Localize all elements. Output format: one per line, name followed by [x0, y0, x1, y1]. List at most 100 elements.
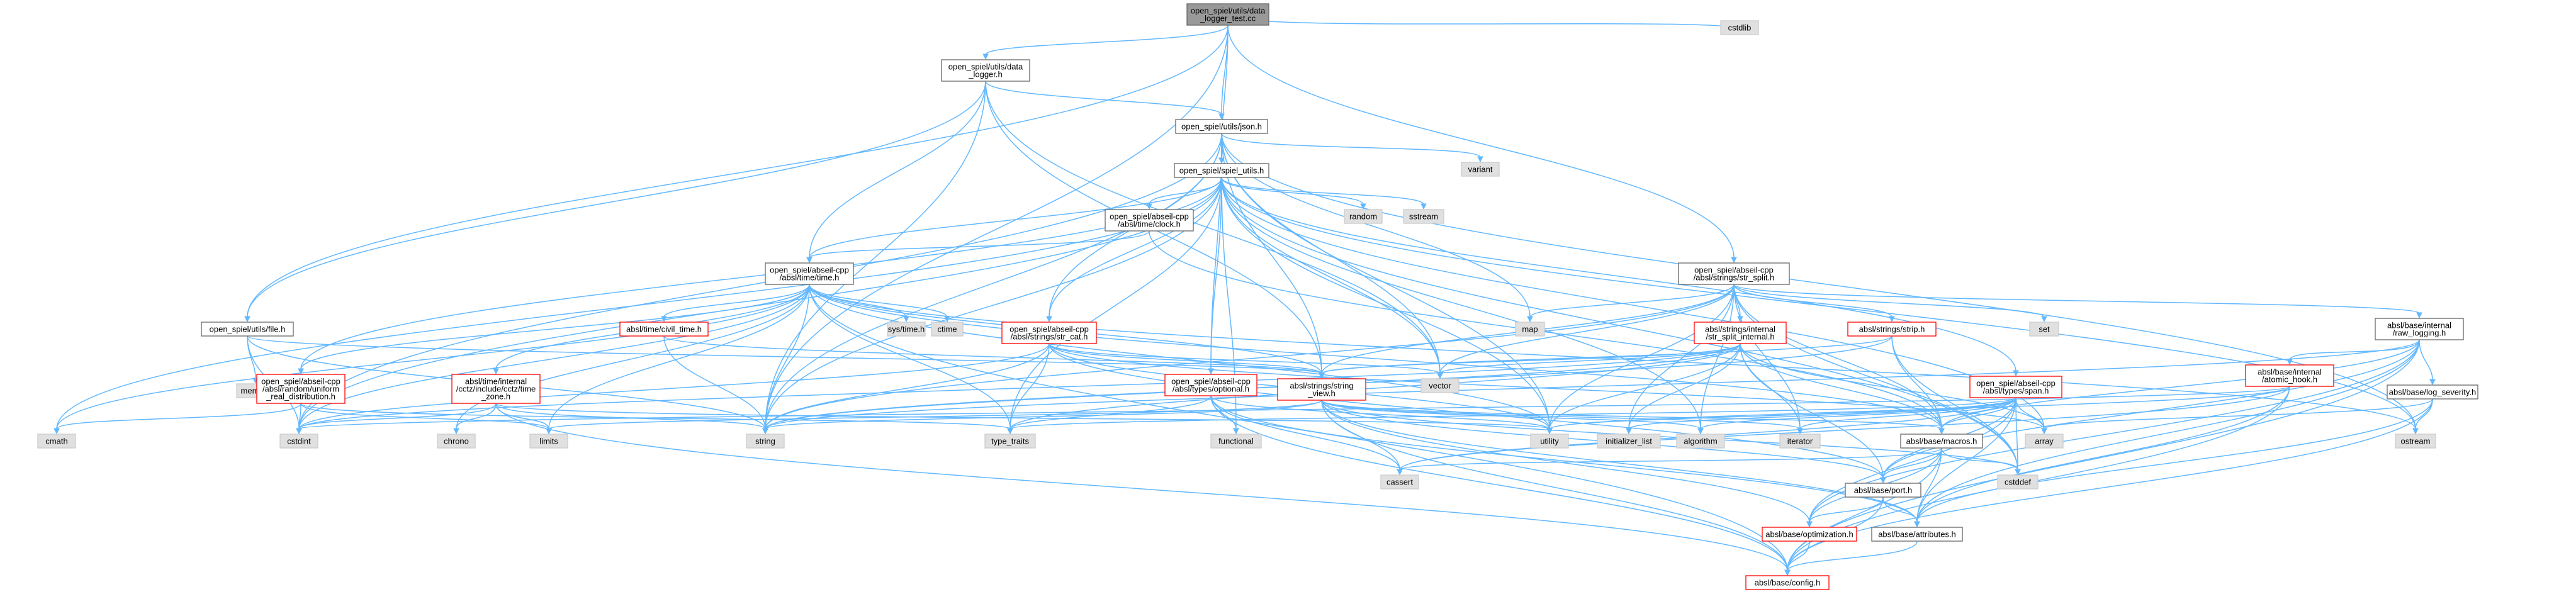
node-label-line: /atomic_hook.h: [2262, 375, 2317, 384]
node-label-line: _logger.h: [968, 70, 1003, 79]
dependency-edge: [1914, 339, 2420, 528]
node-label-line: open_spiel/utils/file.h: [210, 325, 286, 334]
dependency-edge: [1210, 395, 1791, 576]
node-label-line: algorithm: [1684, 437, 1717, 446]
node-label-line: open_spiel/abseil-cpp: [1171, 377, 1251, 386]
dependency-edge: [1221, 177, 1427, 210]
node-json-h[interactable]: open_spiel/utils/json.h: [1175, 119, 1268, 134]
node-label-line: _zone.h: [481, 392, 510, 401]
node-set: set: [2029, 322, 2059, 337]
node-span-h[interactable]: open_spiel/abseil-cpp/absl/types/span.h: [1969, 376, 2062, 398]
node-label-line: _view.h: [1307, 389, 1335, 398]
node-data-logger-h[interactable]: open_spiel/utils/data_logger.h: [941, 59, 1030, 82]
dependency-edge: [298, 177, 1222, 375]
dependency-edge: [2041, 398, 2433, 435]
dependency-edge: [1626, 397, 2016, 435]
dependency-edge: [1227, 25, 1737, 264]
node-label-line: absl/strings/strip.h: [1859, 325, 1925, 334]
dependency-edge: [296, 386, 2290, 435]
node-label-line: set: [2039, 325, 2050, 334]
node-str-split-h[interactable]: open_spiel/abseil-cpp/absl/strings/str_s…: [1678, 262, 1790, 285]
dependency-edge: [244, 25, 1229, 323]
dependency-edge: [806, 230, 1150, 264]
dependency-edge: [1227, 14, 1743, 35]
node-label-line: map: [1522, 325, 1538, 334]
dependency-edge: [495, 403, 1791, 576]
node-config-h[interactable]: absl/base/config.h: [1745, 575, 1830, 590]
node-port-h[interactable]: absl/base/port.h: [1845, 483, 1921, 498]
node-label-line: functional: [1218, 437, 1254, 446]
dependency-edge: [762, 339, 2420, 435]
dependency-edge: [806, 81, 986, 264]
dependency-edge: [1784, 540, 1918, 576]
node-ostream: ostream: [2395, 434, 2436, 449]
node-label-line: open_spiel/utils/data: [948, 62, 1023, 72]
node-time-h[interactable]: open_spiel/abseil-cpp/absl/time/time.h: [765, 262, 854, 285]
node-sstream: sstream: [1403, 209, 1444, 224]
node-label-line: open_spiel/utils/json.h: [1181, 122, 1262, 132]
dependency-edge: [1938, 339, 2420, 435]
node-string: string: [746, 434, 785, 449]
node-type-traits: type_traits: [984, 434, 1036, 449]
node-label-line: /str_split_internal.h: [1706, 332, 1774, 342]
dependency-edge: [1880, 447, 1942, 484]
node-algorithm: algorithm: [1676, 434, 1725, 449]
node-cstdint: cstdint: [279, 434, 318, 449]
dependency-edge: [1049, 343, 1443, 379]
node-label-line: _real_distribution.h: [266, 392, 335, 401]
node-civil-time-h[interactable]: absl/time/civil_time.h: [619, 322, 709, 337]
node-attributes-h[interactable]: absl/base/attributes.h: [1871, 527, 1963, 542]
node-atomic-hook-h[interactable]: absl/base/internal/atomic_hook.h: [2245, 364, 2334, 387]
dependency-edge: [1806, 496, 1884, 528]
node-optimization-h[interactable]: absl/base/optimization.h: [1762, 527, 1857, 542]
node-label-line: absl/base/internal: [2387, 321, 2451, 330]
node-label-line: open_spiel/spiel_utils.h: [1179, 166, 1264, 176]
node-label-line: absl/base/macros.h: [1906, 437, 1977, 446]
dependency-edge: [982, 25, 1229, 60]
node-cassert: cassert: [1380, 474, 1419, 490]
node-split-internal-h[interactable]: absl/strings/internal/str_split_internal…: [1694, 322, 1787, 344]
node-log-severity-h[interactable]: absl/base/log_severity.h: [2387, 384, 2478, 400]
node-root[interactable]: open_spiel/utils/data_logger_test.cc: [1186, 3, 1269, 26]
dependency-edge: [1221, 133, 1533, 323]
node-label-line: absl/base/attributes.h: [1878, 530, 1956, 539]
node-ctime: ctime: [931, 322, 964, 337]
node-label-line: /absl/random/uniform: [262, 384, 339, 394]
node-label-line: type_traits: [991, 437, 1029, 446]
node-label-line: absl/base/log_severity.h: [2389, 388, 2477, 397]
node-raw-logging-h[interactable]: absl/base/internal/raw_logging.h: [2375, 318, 2464, 340]
node-label-line: absl/base/optimization.h: [1765, 530, 1853, 539]
node-macros-h[interactable]: absl/base/macros.h: [1900, 434, 1983, 449]
node-label-line: absl/strings/string: [1290, 381, 1353, 391]
node-label-line: cstdlib: [1728, 23, 1752, 33]
node-label-line: open_spiel/abseil-cpp: [1694, 266, 1774, 275]
node-tz-h[interactable]: absl/time/internal/cctz/include/cctz/tim…: [451, 374, 541, 404]
dependency-edge: [2015, 397, 2021, 476]
dependency-edge: [1007, 397, 2016, 435]
node-clock-h[interactable]: open_spiel/abseil-cpp/absl/time/clock.h: [1105, 209, 1194, 232]
node-functional: functional: [1210, 434, 1262, 449]
node-label-line: open_spiel/abseil-cpp: [261, 377, 340, 386]
node-strip-h[interactable]: absl/strings/strip.h: [1847, 322, 1937, 337]
node-label-line: array: [2035, 437, 2054, 446]
node-vector: vector: [1420, 378, 1460, 393]
node-spiel-utils-h[interactable]: open_spiel/spiel_utils.h: [1174, 163, 1269, 178]
node-file-h[interactable]: open_spiel/utils/file.h: [201, 322, 294, 337]
node-label-line: /absl/time/clock.h: [1118, 220, 1181, 229]
node-label-line: string: [755, 437, 775, 446]
node-uniform-h[interactable]: open_spiel/abseil-cpp/absl/random/unifor…: [256, 374, 346, 404]
node-label-line: open_spiel/abseil-cpp: [1010, 325, 1089, 334]
node-label-line: utility: [1540, 437, 1559, 446]
node-label-line: cmath: [45, 437, 67, 446]
dependency-edge: [1437, 284, 1735, 379]
dependency-edge: [1546, 386, 2290, 435]
dependency-edge: [296, 403, 497, 435]
dependency-edge: [1733, 284, 1895, 323]
node-iterator: iterator: [1779, 434, 1821, 449]
node-label-line: absl/base/internal: [2258, 367, 2322, 377]
node-optional-h[interactable]: open_spiel/abseil-cpp/absl/types/optiona…: [1164, 374, 1257, 396]
dependency-edge: [300, 403, 1013, 435]
node-str-cat-h[interactable]: open_spiel/abseil-cpp/absl/strings/str_c…: [1001, 322, 1097, 344]
node-string-view-h[interactable]: absl/strings/string_view.h: [1277, 378, 1366, 401]
